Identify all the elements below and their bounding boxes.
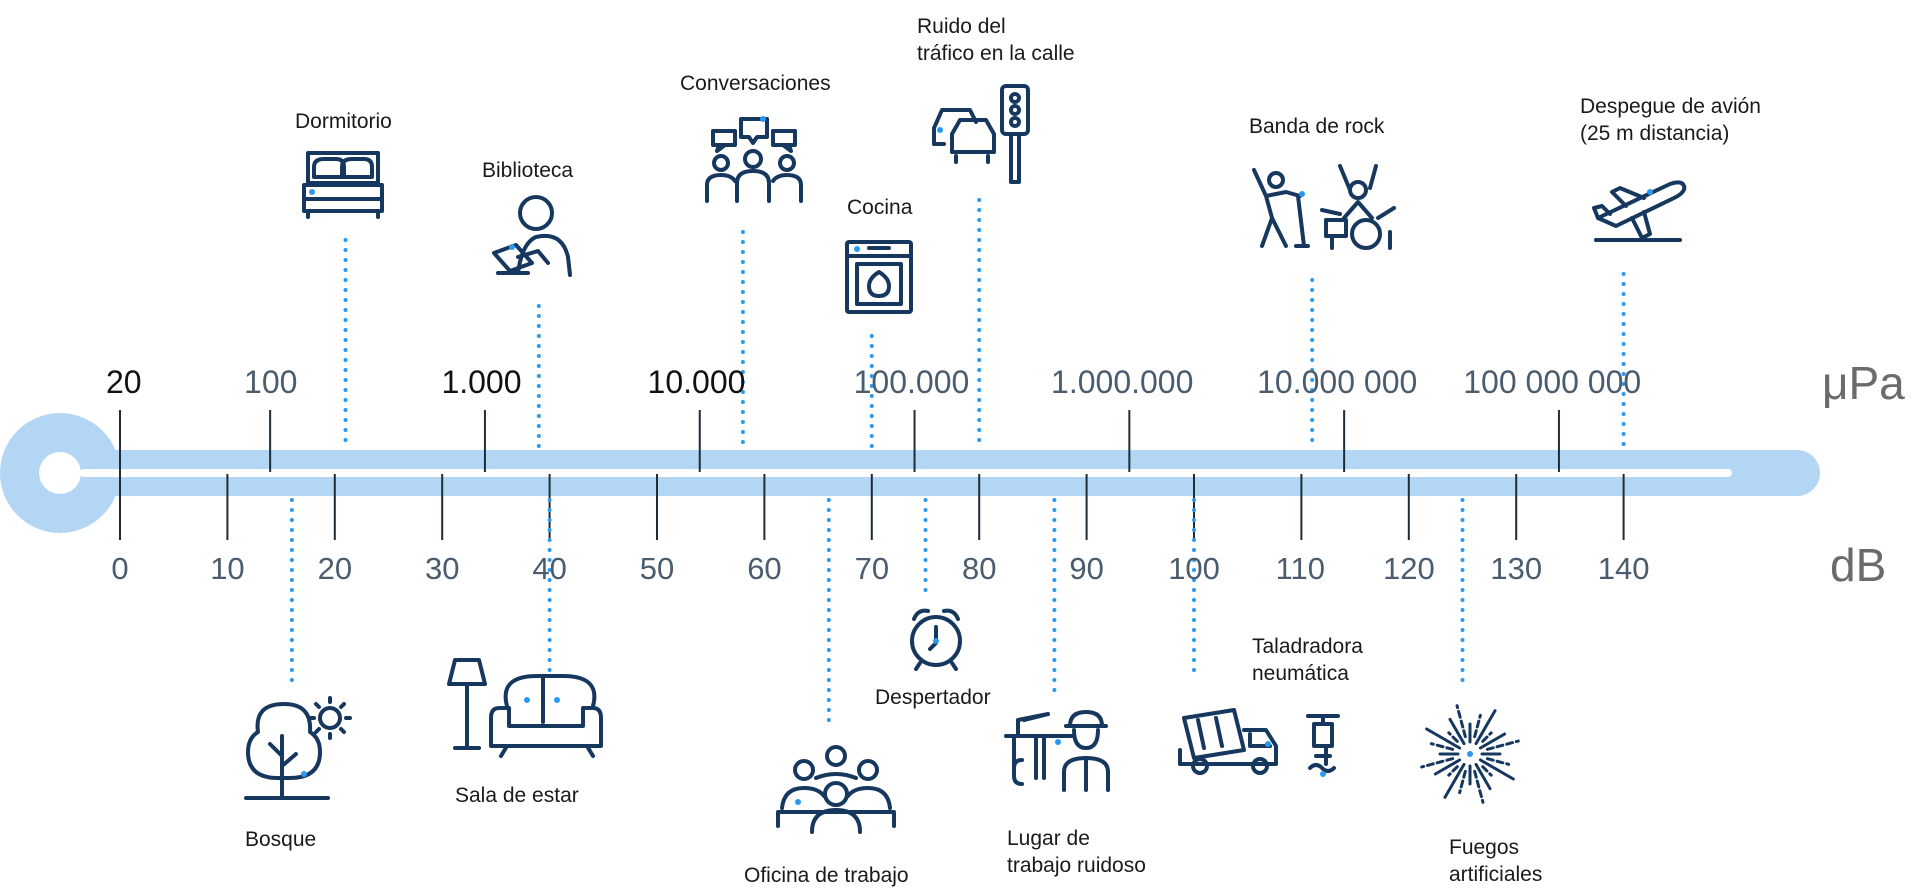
pressure-tick-label: 1.000.000 bbox=[1051, 364, 1194, 400]
people-talking-icon bbox=[705, 116, 803, 203]
db-tick-label: 80 bbox=[962, 551, 997, 586]
source-label-fuegos: Fuegos artificiales bbox=[1449, 836, 1543, 886]
pressure-tick-label: 100 000 000 bbox=[1463, 364, 1642, 400]
alarm-clock-icon bbox=[910, 608, 962, 671]
pressure-tick-label: 10.000 bbox=[647, 364, 746, 400]
rock-band-icon bbox=[1252, 164, 1396, 250]
living-room-icon bbox=[447, 658, 603, 758]
reader-icon bbox=[492, 195, 572, 277]
db-tick-label: 110 bbox=[1275, 551, 1326, 586]
traffic-icon bbox=[932, 84, 1030, 184]
source-label-sala-estar: Sala de estar bbox=[455, 784, 579, 807]
source-label-taladradora: Taladradora neumática bbox=[1252, 635, 1363, 685]
pressure-unit-label: μPa bbox=[1822, 357, 1905, 409]
fireworks-icon bbox=[1420, 704, 1520, 804]
source-label-dormitorio: Dormitorio bbox=[295, 110, 392, 133]
pressure-tick-label: 1.000 bbox=[441, 364, 522, 400]
db-tick-label: 20 bbox=[317, 551, 353, 586]
oven-icon bbox=[845, 240, 913, 314]
pressure-tick-label: 100 bbox=[244, 364, 298, 400]
bed-icon bbox=[302, 151, 384, 219]
db-tick-label: 30 bbox=[425, 551, 460, 586]
source-label-biblioteca: Biblioteca bbox=[482, 159, 574, 182]
source-label-cocina: Cocina bbox=[847, 196, 913, 219]
office-meeting-icon bbox=[776, 745, 896, 834]
airplane-icon bbox=[1592, 180, 1687, 242]
decibel-unit-label: dB bbox=[1830, 539, 1887, 591]
db-tick-label: 100 bbox=[1168, 551, 1220, 586]
source-label-conversaciones: Conversaciones bbox=[680, 72, 831, 95]
pressure-tick-label: 20 bbox=[106, 364, 142, 400]
db-tick-label: 10 bbox=[210, 551, 245, 586]
source-label-banda-rock: Banda de rock bbox=[1249, 115, 1385, 138]
db-tick-label: 140 bbox=[1597, 551, 1650, 586]
db-tick-label: 50 bbox=[639, 551, 675, 586]
dotted-connector-layer bbox=[289, 198, 1626, 728]
construction-worker-icon bbox=[1004, 710, 1110, 792]
tree-sun-icon bbox=[244, 696, 352, 800]
scale-bar bbox=[0, 413, 1820, 533]
db-tick-label: 0 bbox=[111, 551, 129, 586]
source-label-despertador: Despertador bbox=[875, 686, 991, 709]
pressure-tick-label: 10.000 000 bbox=[1257, 364, 1418, 400]
source-label-oficina: Oficina de trabajo bbox=[744, 864, 909, 887]
db-tick-label: 90 bbox=[1069, 551, 1104, 586]
source-label-trafico: Ruido del tráfico en la calle bbox=[917, 15, 1075, 65]
source-label-bosque: Bosque bbox=[245, 828, 317, 851]
source-label-avion: Despegue de avión (25 m distancia) bbox=[1580, 95, 1761, 145]
pressure-tick-label: 100.000 bbox=[853, 364, 970, 400]
db-tick-label: 120 bbox=[1383, 551, 1435, 586]
db-tick-label: 40 bbox=[532, 551, 567, 586]
db-tick-label: 70 bbox=[854, 551, 890, 586]
cement-truck-drill-icon bbox=[1178, 708, 1340, 777]
db-tick-label: 130 bbox=[1490, 551, 1543, 586]
db-tick-label: 60 bbox=[747, 551, 782, 586]
source-label-lugar-ruidoso: Lugar de trabajo ruidoso bbox=[1007, 827, 1146, 877]
